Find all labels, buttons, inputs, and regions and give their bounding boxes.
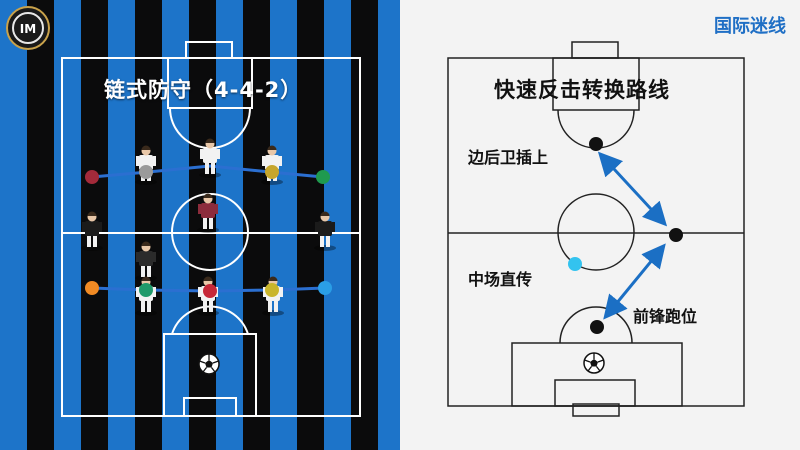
svg-text:IM: IM	[20, 22, 36, 36]
right-center-circle	[557, 193, 635, 271]
right-pitch	[447, 41, 745, 417]
player-striker	[197, 193, 219, 233]
bottom-row-marker	[203, 284, 217, 298]
brand-label: 国际迷线	[714, 16, 786, 37]
player-lcb	[135, 241, 157, 281]
left-football-icon	[198, 353, 220, 375]
midfielder-node	[568, 257, 582, 271]
player-cm	[199, 138, 221, 178]
counterattack-panel: 快速反击转换路线 边后卫插上 中场直传 前锋跑位	[400, 0, 800, 450]
left-pitch	[81, 41, 336, 417]
right-bottom-penalty-box	[511, 342, 683, 407]
top-row-marker	[85, 170, 99, 184]
right-bottom-arc	[559, 306, 633, 344]
formation-title: 链式防守（4-4-2）	[104, 78, 303, 102]
pivot-node	[669, 228, 683, 242]
bottom-row-marker	[85, 281, 99, 295]
forward-label: 前锋跑位	[633, 307, 698, 326]
left-bottom-goal-area	[183, 397, 237, 417]
formation-panel: IM 链式防守（4-4-2）	[0, 0, 400, 450]
midfield-label: 中场直传	[468, 270, 533, 289]
player-right-back	[314, 211, 336, 251]
inter-logo: IM	[6, 6, 50, 50]
right-top-goal	[571, 41, 619, 59]
top-row-marker	[139, 165, 153, 179]
fullback-node	[589, 137, 603, 151]
left-top-goal	[185, 41, 233, 59]
top-row-marker	[316, 170, 330, 184]
left-bottom-penalty-box	[163, 333, 257, 417]
bottom-row-marker	[139, 283, 153, 297]
counterattack-title: 快速反击转换路线	[494, 78, 670, 102]
right-football-icon	[583, 352, 605, 374]
top-row-marker	[265, 165, 279, 179]
player-left-back	[81, 211, 103, 251]
forward-node	[590, 320, 604, 334]
fullback-route-arrow	[597, 151, 668, 227]
fullback-label: 边后卫插上	[468, 148, 549, 167]
inter-milan-crest-icon: IM	[12, 12, 44, 44]
top-chain-line	[90, 164, 325, 179]
bottom-row-marker	[265, 283, 279, 297]
right-bottom-goal-area	[554, 379, 636, 407]
bottom-row-marker	[318, 281, 332, 295]
right-bottom-goal	[572, 403, 620, 417]
forward-route-arrow	[603, 243, 666, 320]
